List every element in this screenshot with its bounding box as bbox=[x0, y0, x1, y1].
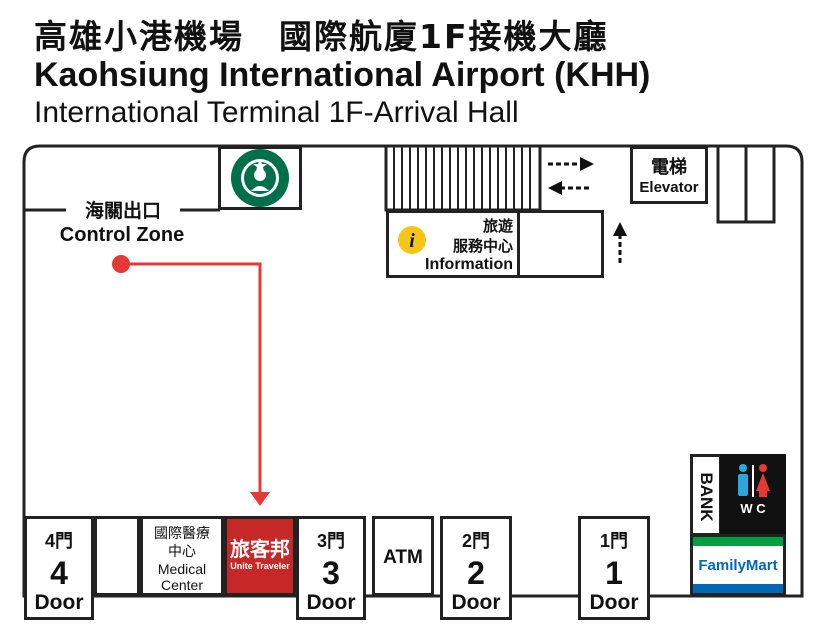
elevator-label-en: Elevator bbox=[639, 179, 699, 196]
medical-center[interactable]: 國際醫療 中心 Medical Center bbox=[140, 516, 224, 596]
direction-arrows bbox=[548, 157, 627, 266]
control-zone-label-zh: 海關出口 bbox=[84, 201, 161, 222]
familymart-stripe-blue bbox=[693, 584, 783, 593]
control-zone-label-en: Control Zone bbox=[59, 224, 185, 246]
wc-label: W C bbox=[740, 501, 766, 516]
atm-label: ATM bbox=[383, 547, 423, 568]
door-3[interactable]: 3門 3 Door bbox=[296, 516, 366, 620]
restroom[interactable]: W C bbox=[720, 454, 786, 536]
starbucks-store[interactable] bbox=[218, 146, 302, 210]
svg-text:i: i bbox=[409, 230, 415, 252]
elevator[interactable]: 電梯 Elevator bbox=[630, 146, 708, 204]
info-label-zh-1: 旅遊 bbox=[482, 218, 513, 235]
familymart-label: FamilyMart bbox=[698, 557, 778, 574]
information-center[interactable]: i 旅遊 服務中心 Information bbox=[386, 210, 604, 278]
door-2-number: 2 bbox=[467, 555, 485, 591]
info-icon: i bbox=[398, 226, 426, 254]
familymart-stripe-green bbox=[693, 537, 783, 546]
map-subtitle: International Terminal 1F-Arrival Hall bbox=[34, 96, 519, 129]
escalator bbox=[384, 144, 542, 212]
door-2-zh: 2門 bbox=[461, 531, 490, 551]
map-title-zh: 高雄小港機場 國際航廈1F接機大廳 bbox=[34, 17, 609, 56]
atm[interactable]: ATM bbox=[372, 516, 434, 596]
medical-label-en-1: Medical bbox=[157, 561, 207, 577]
info-label-en: Information bbox=[425, 256, 513, 273]
map-title-en: Kaohsiung International Airport (KHH) bbox=[34, 56, 651, 94]
door-3-number: 3 bbox=[322, 555, 340, 591]
info-label-zh-2: 服務中心 bbox=[452, 238, 513, 255]
door-3-en: Door bbox=[306, 591, 356, 614]
shop-empty bbox=[94, 516, 140, 596]
door-4-en: Door bbox=[34, 591, 84, 614]
door-2-en: Door bbox=[451, 591, 501, 614]
unite-traveler-store[interactable]: 旅客邦 Unite Traveler bbox=[224, 516, 296, 596]
bank-label: BANK bbox=[697, 472, 716, 522]
familymart-store[interactable]: FamilyMart bbox=[690, 534, 786, 596]
bank[interactable]: BANK bbox=[690, 454, 722, 536]
door-3-zh: 3門 bbox=[316, 531, 345, 551]
elevator-label-zh: 電梯 bbox=[651, 157, 687, 177]
door-2[interactable]: 2門 2 Door bbox=[440, 516, 512, 620]
route-path bbox=[112, 255, 270, 506]
door-4-zh: 4門 bbox=[44, 531, 73, 551]
door-4-number: 4 bbox=[50, 555, 68, 591]
medical-label-en-2: Center bbox=[160, 577, 204, 593]
door-1[interactable]: 1門 1 Door bbox=[578, 516, 650, 620]
medical-label-zh-2: 中心 bbox=[168, 543, 196, 559]
door-1-zh: 1門 bbox=[599, 531, 628, 551]
door-1-en: Door bbox=[589, 591, 639, 614]
unite-traveler-label-en: Unite Traveler bbox=[230, 561, 290, 571]
door-1-number: 1 bbox=[605, 555, 623, 591]
unite-traveler-label-zh: 旅客邦 bbox=[230, 539, 290, 561]
door-4[interactable]: 4門 4 Door bbox=[24, 516, 94, 620]
restroom-icon bbox=[738, 464, 770, 497]
medical-label-zh-1: 國際醫療 bbox=[154, 525, 210, 541]
starbucks-logo-icon bbox=[231, 149, 289, 207]
